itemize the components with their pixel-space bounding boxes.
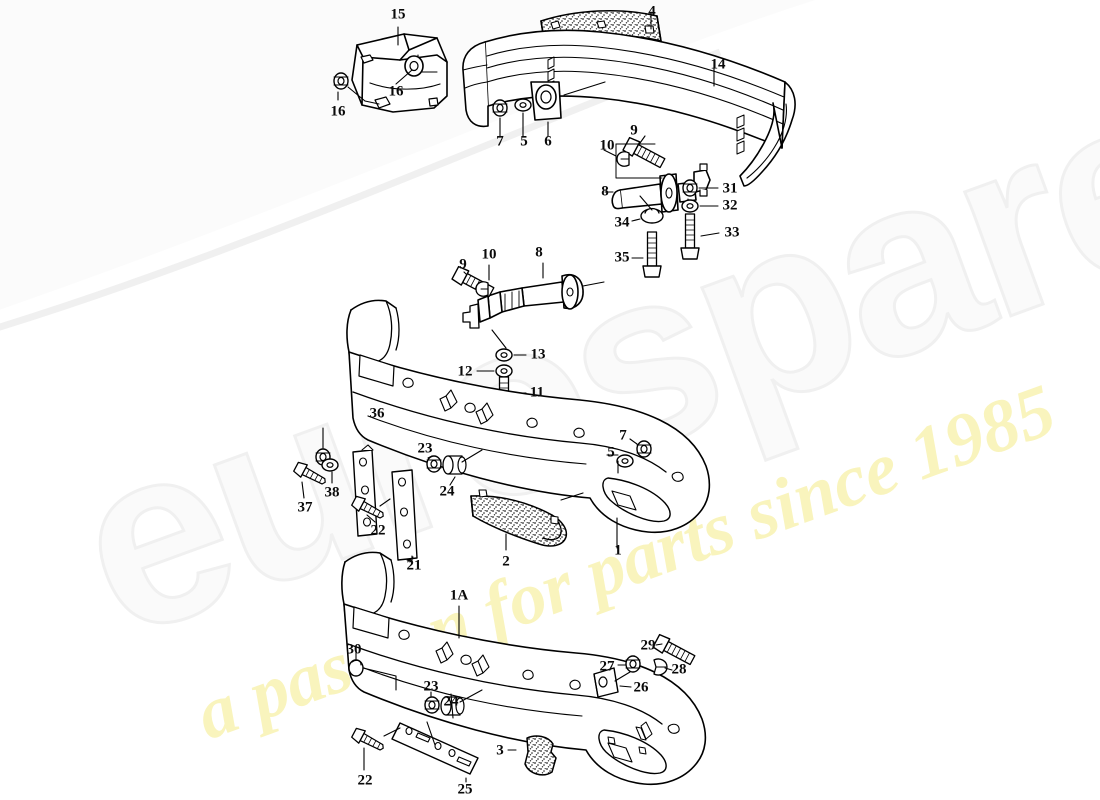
part-13-lock-washer [495, 348, 527, 362]
part-7-nut-top [492, 99, 508, 137]
callout-10b: 10 [481, 246, 497, 263]
callout-32: 32 [722, 197, 738, 214]
part-23-nut-lower [424, 691, 440, 714]
callout-14: 14 [710, 56, 726, 73]
part-7-nut-mid [629, 438, 652, 458]
callout-26: 26 [633, 679, 649, 696]
callout-24a: 24 [439, 483, 455, 500]
callout-1A: 1A [449, 587, 469, 604]
part-12-washer [476, 364, 513, 378]
part-26-bracket-block [593, 667, 632, 698]
callout-6: 6 [544, 133, 552, 150]
callout-2: 2 [502, 553, 510, 570]
part-15-end-cap [351, 33, 448, 113]
watermark-swoosh-edge [0, 48, 722, 331]
part-6-mounting-plate [530, 81, 606, 137]
callout-22a: 22 [370, 522, 386, 539]
part-31-nut [682, 179, 719, 197]
part-24-spacer-lower [440, 689, 483, 719]
callout-4: 4 [648, 3, 656, 20]
callout-16b: 16 [330, 103, 346, 120]
callout-9a: 9 [630, 122, 638, 139]
callout-21: 21 [406, 557, 422, 574]
part-5-washer-top [514, 98, 532, 137]
callout-10a: 10 [599, 137, 615, 154]
callout-9b: 9 [459, 256, 467, 273]
part-35-bolt [631, 231, 662, 278]
callout-5a: 5 [520, 133, 528, 150]
part-1-bumper-cover-upper [346, 299, 711, 549]
callout-30: 30 [346, 641, 362, 658]
callout-8b: 8 [535, 244, 543, 261]
callout-34: 34 [614, 214, 630, 231]
part-10-clamp-middle [475, 264, 490, 297]
part-14-rear-bumper-beam [462, 29, 796, 187]
callout-5b: 5 [607, 444, 615, 461]
callout-23a: 23 [417, 440, 433, 457]
callout-7a: 7 [496, 133, 504, 150]
part-9-bolt-middle [450, 264, 497, 300]
callout-16a: 16 [388, 83, 404, 100]
part-27-washer [614, 655, 641, 682]
callout-1: 1 [614, 542, 622, 559]
part-29-bolt [651, 632, 698, 668]
callout-15: 15 [390, 6, 406, 23]
callout-22b: 22 [357, 772, 373, 789]
part-2-foam-absorber [470, 489, 568, 551]
part-22-screw-upper [349, 493, 391, 524]
callout-13: 13 [530, 346, 546, 363]
part-25-bracket-slotted [391, 721, 479, 783]
callout-3: 3 [496, 742, 504, 759]
callout-27: 27 [599, 658, 615, 675]
callout-24b: 24 [443, 693, 459, 710]
callout-25: 25 [457, 781, 473, 798]
part-24-spacer-upper [442, 449, 483, 486]
part-22-screw-lower [349, 725, 401, 771]
callout-8a: 8 [601, 183, 609, 200]
part-32-washer [681, 199, 719, 213]
part-28-lock-washer [653, 658, 673, 676]
callout-31: 31 [722, 180, 738, 197]
part-9-bolt-upper [621, 135, 668, 171]
callout-35: 35 [614, 249, 630, 266]
part-34-cap-nut [631, 195, 664, 224]
part-8-shock-strut-middle [462, 262, 605, 349]
watermark-swoosh [0, 0, 816, 310]
callout-23b: 23 [423, 678, 439, 695]
part-33-bolt [680, 213, 720, 260]
part-5-washer-mid [606, 454, 634, 474]
callout-37: 37 [297, 499, 313, 516]
callout-28: 28 [671, 661, 687, 678]
part-1A-bumper-cover-lower [341, 551, 707, 786]
callout-29: 29 [640, 637, 656, 654]
part-38-washer [321, 458, 339, 484]
callout-11: 11 [529, 384, 545, 401]
part-3-foam-block [507, 735, 557, 776]
callout-38: 38 [324, 484, 340, 501]
part-37-screw [291, 459, 330, 499]
callout-12: 12 [457, 363, 473, 380]
part-36-nut [315, 427, 331, 466]
callout-33: 33 [724, 224, 740, 241]
callout-36: 36 [369, 405, 385, 422]
part-30-plug [348, 651, 397, 691]
part-23-nut-upper [426, 455, 442, 473]
callout-7b: 7 [619, 427, 627, 444]
part-10-clamp-upper [603, 143, 663, 179]
part-21-bracket-right-vertical [391, 469, 418, 563]
part-16-nuts [333, 26, 413, 105]
